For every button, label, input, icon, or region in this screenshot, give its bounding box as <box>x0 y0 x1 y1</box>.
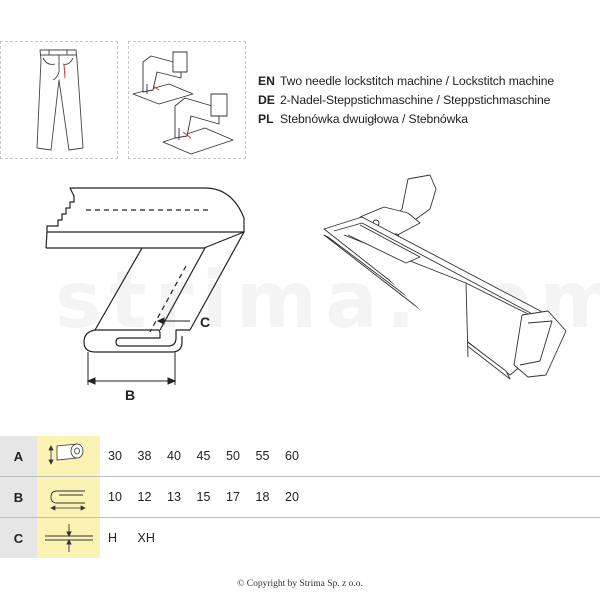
value-cell: 45 <box>196 449 211 463</box>
row-values: H XH <box>108 518 167 558</box>
description-pl: PL Stebnówka dwuigłowa / Stebnówka <box>258 112 588 131</box>
folder-attachment-icon <box>323 174 567 380</box>
fold-cross-section-diagram: C B <box>0 170 270 420</box>
table-row: A 30 38 40 45 50 55 60 <box>0 436 600 476</box>
machine-illustration-panel <box>128 41 246 159</box>
row-divider <box>0 476 600 477</box>
tape-roll-width-icon <box>37 436 100 476</box>
value-cell: 30 <box>108 449 122 463</box>
thickness-icon <box>37 518 100 558</box>
garment-illustration-panel <box>0 41 118 159</box>
value-cell: 40 <box>167 449 181 463</box>
value-cell: 18 <box>255 490 270 504</box>
row-values: 10 12 13 15 17 18 20 <box>108 477 315 517</box>
value-cell: 12 <box>137 490 152 504</box>
description-de: DE 2-Nadel-Steppstichmaschine / Steppsti… <box>258 93 588 112</box>
row-label: C <box>0 518 37 558</box>
description-en: EN Two needle lockstitch machine / Locks… <box>258 74 588 93</box>
language-code: PL <box>258 112 274 126</box>
value-cell: 20 <box>285 490 299 504</box>
value-cell: XH <box>137 531 155 545</box>
value-cell: 60 <box>285 449 299 463</box>
value-cell: 55 <box>255 449 270 463</box>
folded-width-icon <box>37 477 100 517</box>
value-cell: 50 <box>226 449 240 463</box>
row-label: A <box>0 436 37 476</box>
copyright-notice: © Copyright by Strima Sp. z o.o. <box>237 579 363 589</box>
jeans-icon <box>36 49 84 151</box>
value-cell: 17 <box>226 490 240 504</box>
table-row: B 10 12 13 15 17 18 20 <box>0 477 600 517</box>
description-text: Stebnówka dwuigłowa / Stebnówka <box>280 112 468 126</box>
label-b: B <box>125 387 135 403</box>
description-text: Two needle lockstitch machine / Lockstit… <box>280 74 555 88</box>
table-row: C H XH <box>0 518 600 558</box>
value-cell: H <box>108 531 118 545</box>
language-code: EN <box>258 74 275 88</box>
machine-description-list: EN Two needle lockstitch machine / Locks… <box>258 74 588 131</box>
value-cell: 10 <box>108 490 122 504</box>
folder-attachment-drawing <box>300 165 600 425</box>
description-text: 2-Nadel-Steppstichmaschine / Steppstichm… <box>280 93 551 107</box>
sewing-machine-icon <box>132 51 234 155</box>
value-cell: 13 <box>167 490 181 504</box>
row-divider <box>0 517 600 518</box>
row-label: B <box>0 477 37 517</box>
language-code: DE <box>258 93 275 107</box>
row-values: 30 38 40 45 50 55 60 <box>108 436 315 476</box>
value-cell: 38 <box>137 449 152 463</box>
label-c: C <box>200 314 210 330</box>
value-cell: 15 <box>196 490 211 504</box>
